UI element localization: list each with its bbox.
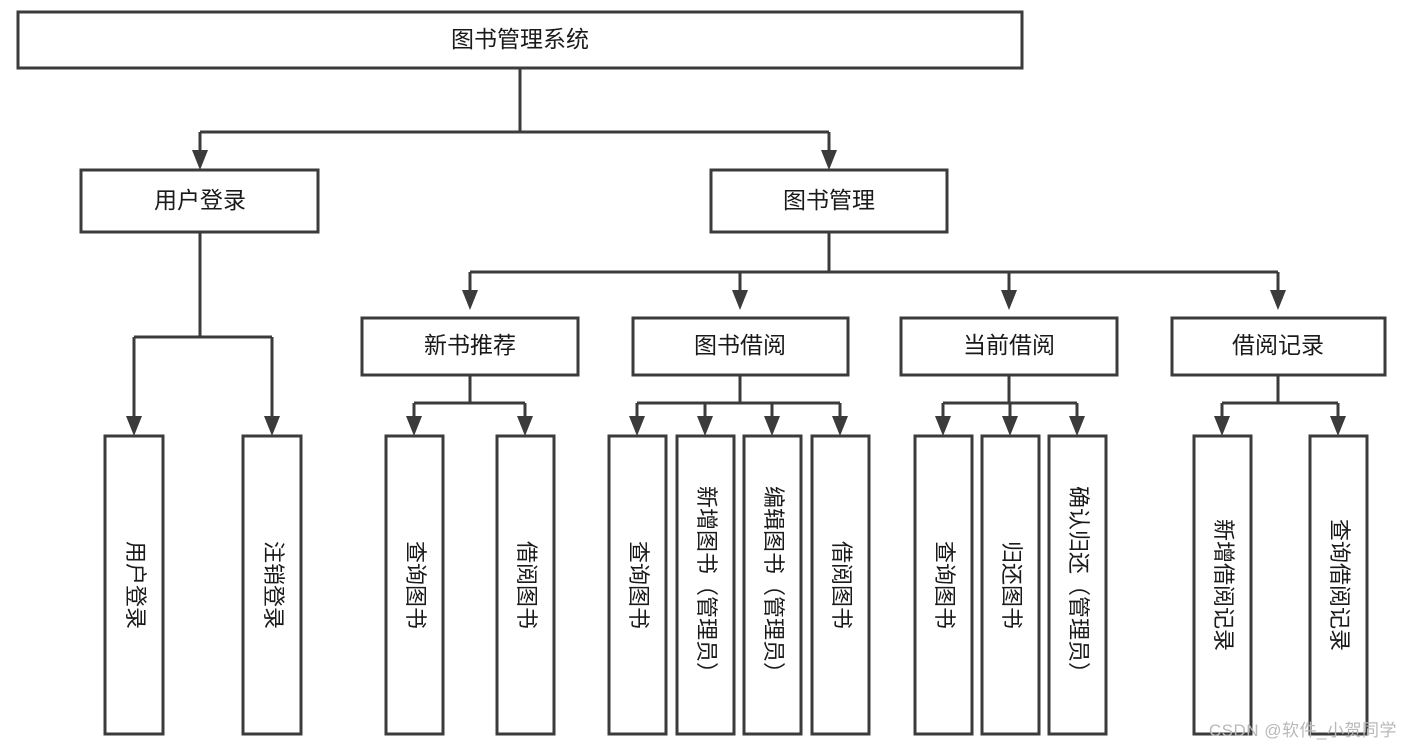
node-borrow-record[interactable]: 借阅记录: [1170, 316, 1387, 377]
arrow-leaf-return-book: [1002, 416, 1018, 436]
arrow-leaf-user-login: [126, 416, 142, 436]
leaf-query-book-3-label: 查询图书: [932, 541, 957, 629]
leaf-add-record-label: 新增借阅记录: [1211, 519, 1236, 651]
leaf-borrow-book-1-label: 借阅图书: [514, 541, 539, 629]
arrow-leaf-borrow-book-2: [832, 416, 848, 436]
arrow-current-borrow: [1001, 290, 1017, 310]
leaf-add-book[interactable]: 新增图书（管理员）: [675, 434, 736, 736]
node-layer: 图书管理系统 用户登录 图书管理 新书推荐 图书借阅 当前: [16, 10, 1387, 736]
leaf-borrow-book-2[interactable]: 借阅图书: [810, 434, 871, 736]
arrow-leaf-query-book-3: [935, 416, 951, 436]
leaf-user-login-box[interactable]: [103, 434, 165, 736]
node-new-book-recommend-label: 新书推荐: [424, 332, 516, 358]
node-borrow-record-box[interactable]: [1170, 316, 1387, 377]
leaf-query-book-2[interactable]: 查询图书: [607, 434, 668, 736]
node-root-label: 图书管理系统: [451, 26, 589, 52]
node-user-login-label: 用户登录: [154, 187, 246, 213]
leaf-borrow-book-2-box[interactable]: [810, 434, 871, 736]
leaf-borrow-book-2-label: 借阅图书: [829, 541, 854, 629]
arrow-book-manage: [821, 150, 837, 170]
leaf-query-book-2-box[interactable]: [607, 434, 668, 736]
leaf-borrow-book-1-box[interactable]: [495, 434, 556, 736]
arrow-leaf-add-record: [1214, 416, 1230, 436]
node-book-borrow-box[interactable]: [631, 316, 850, 377]
arrow-book-borrow: [732, 290, 748, 310]
arrow-leaf-query-book-2: [629, 416, 645, 436]
arrow-leaf-query-book-1: [406, 416, 422, 436]
leaf-add-record[interactable]: 新增借阅记录: [1192, 434, 1253, 736]
leaf-edit-book-box[interactable]: [742, 434, 803, 736]
arrow-leaf-query-record: [1330, 416, 1346, 436]
leaf-add-record-box[interactable]: [1192, 434, 1253, 736]
leaf-query-book-3[interactable]: 查询图书: [913, 434, 974, 736]
node-current-borrow[interactable]: 当前借阅: [899, 316, 1119, 377]
leaf-user-logout[interactable]: 注销登录: [241, 434, 303, 736]
leaf-user-logout-box[interactable]: [241, 434, 303, 736]
arrow-leaf-user-logout: [264, 416, 280, 436]
arrow-leaf-edit-book: [764, 416, 780, 436]
leaf-query-record-box[interactable]: [1308, 434, 1369, 736]
node-book-borrow[interactable]: 图书借阅: [631, 316, 850, 377]
leaf-query-book-2-label: 查询图书: [626, 541, 651, 629]
node-user-login[interactable]: 用户登录: [79, 168, 320, 234]
node-book-manage-label: 图书管理: [783, 187, 875, 213]
node-new-book-recommend-box[interactable]: [360, 316, 580, 377]
leaf-query-record-label: 查询借阅记录: [1327, 519, 1352, 651]
leaf-add-book-box[interactable]: [675, 434, 736, 736]
node-current-borrow-label: 当前借阅: [963, 332, 1055, 358]
leaf-confirm-return-label: 确认归还（管理员）: [1066, 486, 1091, 684]
leaf-user-logout-label: 注销登录: [261, 541, 286, 629]
node-borrow-record-label: 借阅记录: [1232, 332, 1324, 358]
leaf-confirm-return[interactable]: 确认归还（管理员）: [1047, 434, 1108, 736]
node-current-borrow-box[interactable]: [899, 316, 1119, 377]
leaf-edit-book-label: 编辑图书（管理员）: [761, 486, 786, 684]
leaf-query-book-1[interactable]: 查询图书: [384, 434, 445, 736]
arrow-leaf-borrow-book-1: [517, 416, 533, 436]
leaf-return-book-label: 归还图书: [999, 541, 1024, 629]
leaf-edit-book[interactable]: 编辑图书（管理员）: [742, 434, 803, 736]
leaf-return-book[interactable]: 归还图书: [980, 434, 1041, 736]
node-book-manage-box[interactable]: [709, 168, 949, 234]
arrow-leaf-add-book: [697, 416, 713, 436]
node-new-book-recommend[interactable]: 新书推荐: [360, 316, 580, 377]
node-book-manage[interactable]: 图书管理: [709, 168, 949, 234]
leaf-return-book-box[interactable]: [980, 434, 1041, 736]
leaf-confirm-return-box[interactable]: [1047, 434, 1108, 736]
edge-layer: [126, 68, 1346, 436]
node-root[interactable]: 图书管理系统: [16, 10, 1024, 70]
arrow-leaf-confirm-return: [1069, 416, 1085, 436]
arrow-new-book-recommend: [462, 290, 478, 310]
leaf-query-book-1-box[interactable]: [384, 434, 445, 736]
node-root-box[interactable]: [16, 10, 1024, 70]
leaf-user-login[interactable]: 用户登录: [103, 434, 165, 736]
leaf-query-record[interactable]: 查询借阅记录: [1308, 434, 1369, 736]
leaf-query-book-3-box[interactable]: [913, 434, 974, 736]
node-user-login-box[interactable]: [79, 168, 320, 234]
arrow-user-login: [192, 150, 208, 170]
leaf-borrow-book-1[interactable]: 借阅图书: [495, 434, 556, 736]
leaf-user-login-label: 用户登录: [123, 541, 148, 629]
arrow-borrow-record: [1270, 290, 1286, 310]
leaf-query-book-1-label: 查询图书: [403, 541, 428, 629]
leaf-add-book-label: 新增图书（管理员）: [694, 486, 719, 684]
node-book-borrow-label: 图书借阅: [694, 332, 786, 358]
